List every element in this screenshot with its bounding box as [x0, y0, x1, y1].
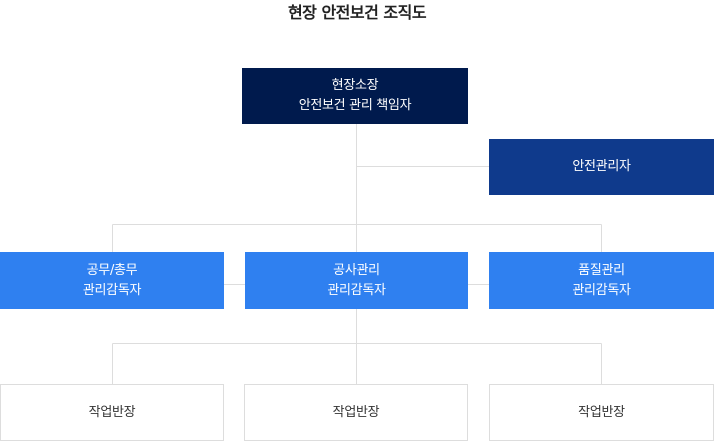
safety-manager-box: 안전관리자 [489, 139, 714, 195]
foreman-label-1: 작업반장 [88, 404, 136, 420]
supervisor-quality-role: 관리감독자 [572, 282, 631, 298]
foreman-label-3: 작업반장 [578, 404, 625, 420]
supervisor-construction-dept: 공사관리 [333, 262, 380, 278]
site-manager-box: 현장소장 안전보건 관리 책임자 [242, 68, 468, 124]
supervisor-box-quality: 품질관리 관리감독자 [489, 252, 714, 309]
foreman-box-3: 작업반장 [489, 384, 714, 441]
foreman-box-2: 작업반장 [244, 384, 468, 441]
supervisor-box-admin: 공무/총무 관리감독자 [0, 252, 224, 309]
supervisor-admin-dept: 공무/총무 [86, 262, 138, 278]
supervisor-construction-role: 관리감독자 [327, 282, 386, 298]
chart-title: 현장 안전보건 조직도 [287, 3, 427, 22]
supervisor-admin-role: 관리감독자 [82, 282, 142, 298]
supervisor-quality-dept: 품질관리 [578, 262, 625, 278]
site-manager-role: 안전보건 관리 책임자 [298, 98, 412, 113]
supervisor-box-construction: 공사관리 관리감독자 [245, 252, 468, 309]
foreman-label-2: 작업반장 [332, 404, 380, 420]
safety-manager-label: 안전관리자 [572, 159, 631, 174]
site-manager-title: 현장소장 [331, 78, 379, 93]
foreman-box-1: 작업반장 [0, 384, 224, 441]
